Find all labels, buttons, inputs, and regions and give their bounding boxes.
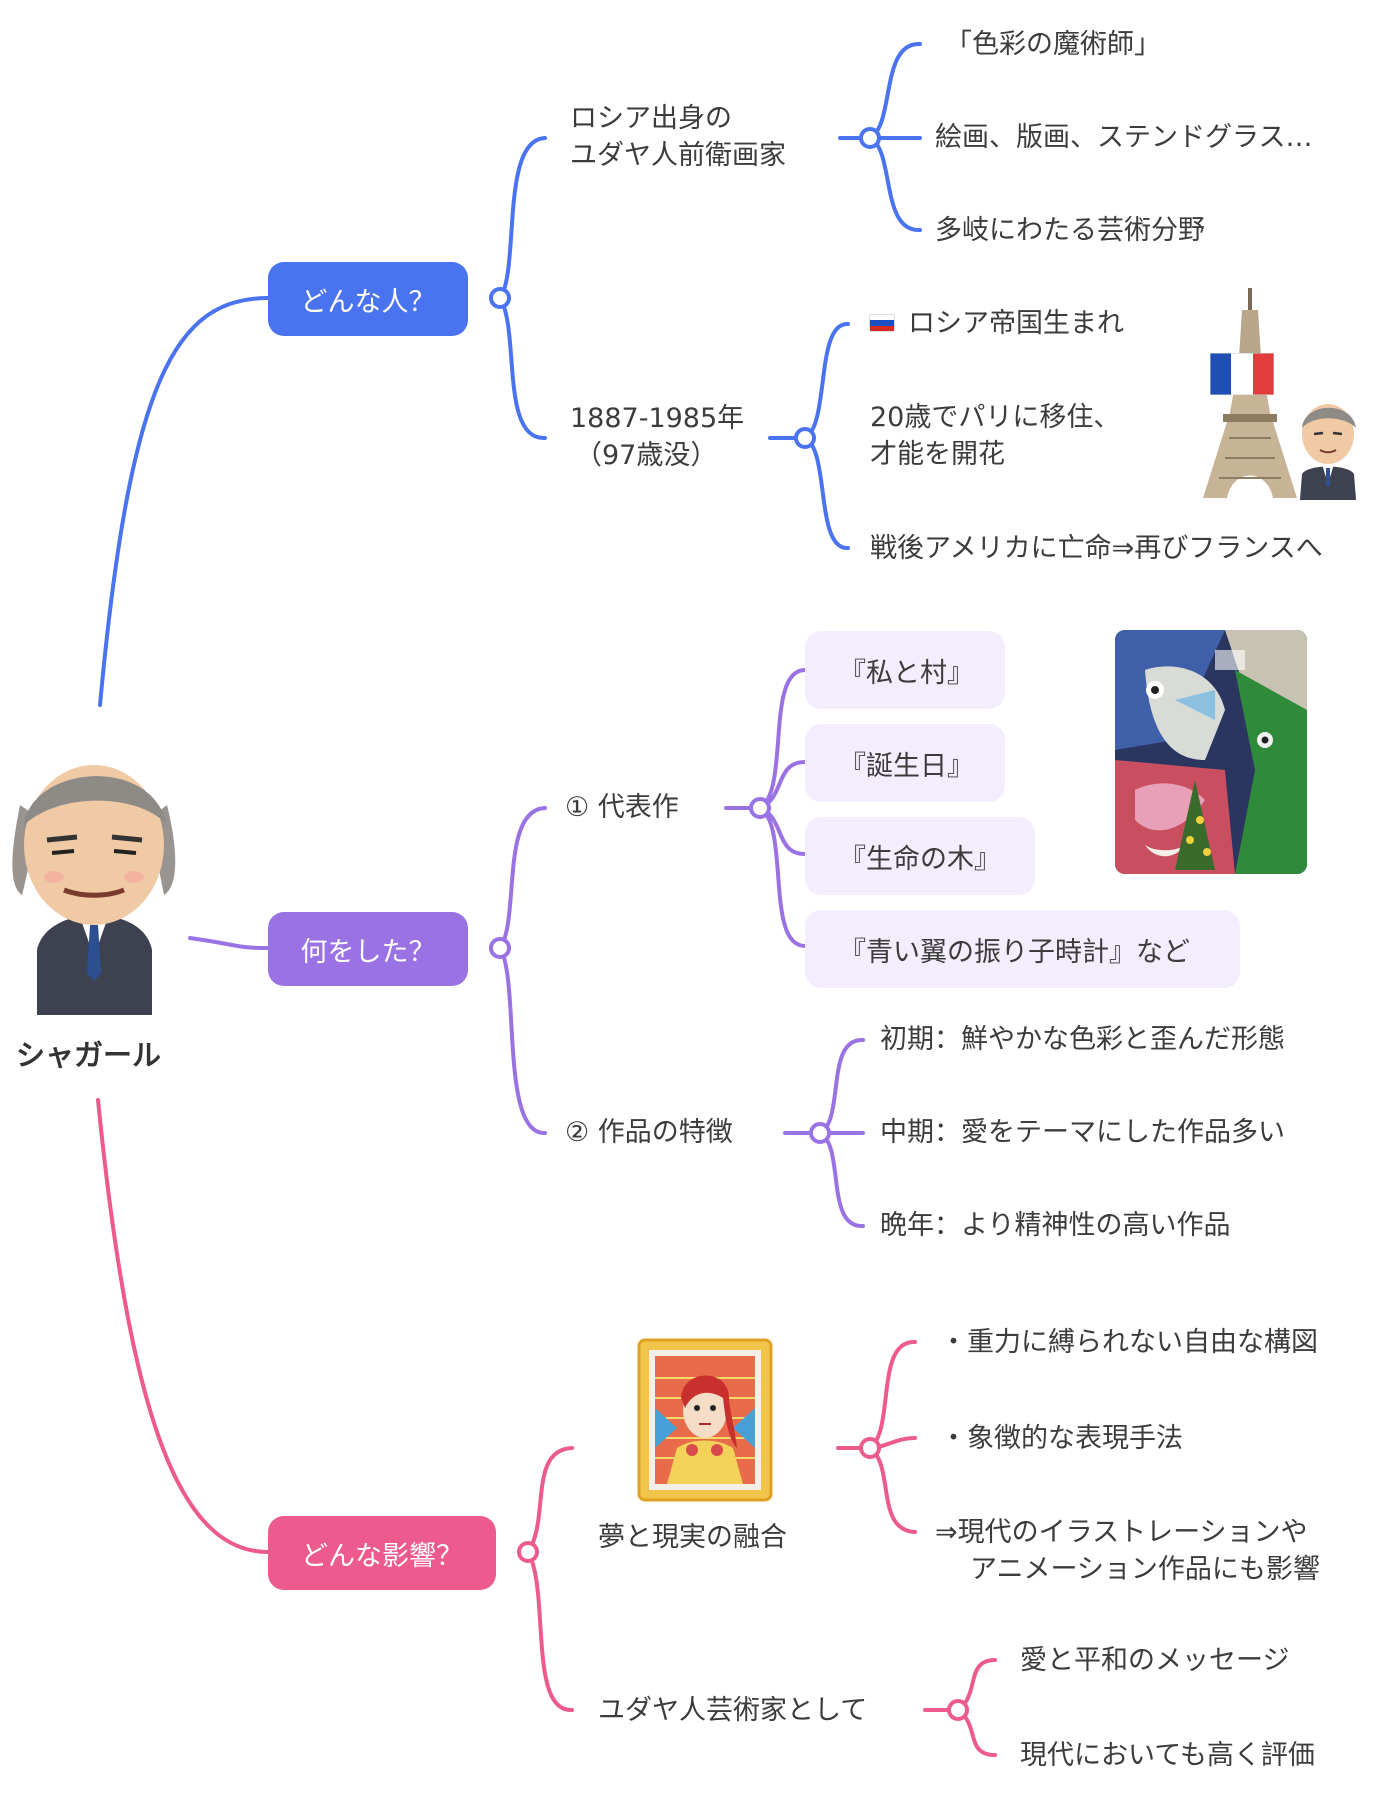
junction-dot: [794, 427, 816, 449]
work-card-4: 『青い翼の振り子時計』など: [805, 910, 1240, 988]
painting-i-and-the-village-icon: [1115, 630, 1307, 874]
junction-dot: [859, 127, 881, 149]
jewish-item-1: 愛と平和のメッセージ: [1020, 1645, 1290, 1676]
life-item-3: 戦後アメリカに亡命⇒再びフランスへ: [870, 533, 1323, 564]
work-card-1: 『私と村』: [805, 631, 1005, 709]
junction-dot: [859, 1437, 881, 1459]
junction-dot: [947, 1699, 969, 1721]
life-item-2-line1: 20歳でパリに移住、: [870, 402, 1121, 433]
origin-item-1: 「色彩の魔術師」: [945, 29, 1161, 60]
sub-origin-line2: ユダヤ人前衛画家: [570, 140, 786, 171]
framed-painting-icon: [637, 1338, 773, 1502]
eiffel-tower-icon: [1203, 288, 1297, 498]
sub-masterpieces: ① 代表作: [565, 792, 679, 823]
work-card-2: 『誕生日』: [805, 724, 1005, 802]
junction-dot: [489, 937, 511, 959]
influence-item-2: ・象徴的な表現手法: [940, 1423, 1183, 1454]
life-item-2-line2: 才能を開花: [870, 439, 1005, 470]
sub-lifespan-line1: 1887-1985年: [570, 403, 745, 434]
influence-item-3-line1: ⇒現代のイラストレーションや: [935, 1517, 1308, 1548]
topic-who[interactable]: どんな人？: [268, 262, 468, 336]
sub-origin-line1: ロシア出身の: [570, 103, 732, 134]
junction-dot: [517, 1541, 539, 1563]
style-late: 晩年：より精神性の高い作品: [880, 1210, 1231, 1241]
influence-item-3-line2: アニメーション作品にも影響: [970, 1554, 1320, 1585]
sub-jewish-artist: ユダヤ人芸術家として: [598, 1695, 868, 1726]
topic-influence[interactable]: どんな影響？: [268, 1516, 496, 1590]
flag-russia-icon: [869, 314, 895, 332]
flag-france-icon: [1210, 353, 1274, 395]
junction-dot: [809, 1122, 831, 1144]
junction-dot: [489, 287, 511, 309]
origin-item-2: 絵画、版画、ステンドグラス…: [935, 122, 1313, 153]
sub-characteristics: ② 作品の特徴: [565, 1117, 733, 1148]
chagall-small-portrait-icon: [1300, 404, 1356, 500]
life-item-1: ロシア帝国生まれ: [908, 308, 1124, 339]
sub-lifespan-line2: （97歳没）: [575, 440, 718, 471]
chagall-portrait-icon: [12, 765, 176, 1015]
sub-dream-reality: 夢と現実の融合: [598, 1522, 787, 1553]
style-middle: 中期：愛をテーマにした作品多い: [880, 1117, 1285, 1148]
jewish-item-2: 現代においても高く評価: [1020, 1740, 1315, 1771]
topic-what[interactable]: 何をした？: [268, 912, 468, 986]
junction-dot: [749, 797, 771, 819]
origin-item-3: 多岐にわたる芸術分野: [935, 215, 1205, 246]
central-topic-label: シャガール: [16, 1038, 162, 1072]
influence-item-1: ・重力に縛られない自由な構図: [940, 1327, 1318, 1358]
work-card-3: 『生命の木』: [805, 817, 1035, 895]
style-early: 初期：鮮やかな色彩と歪んだ形態: [880, 1024, 1285, 1055]
